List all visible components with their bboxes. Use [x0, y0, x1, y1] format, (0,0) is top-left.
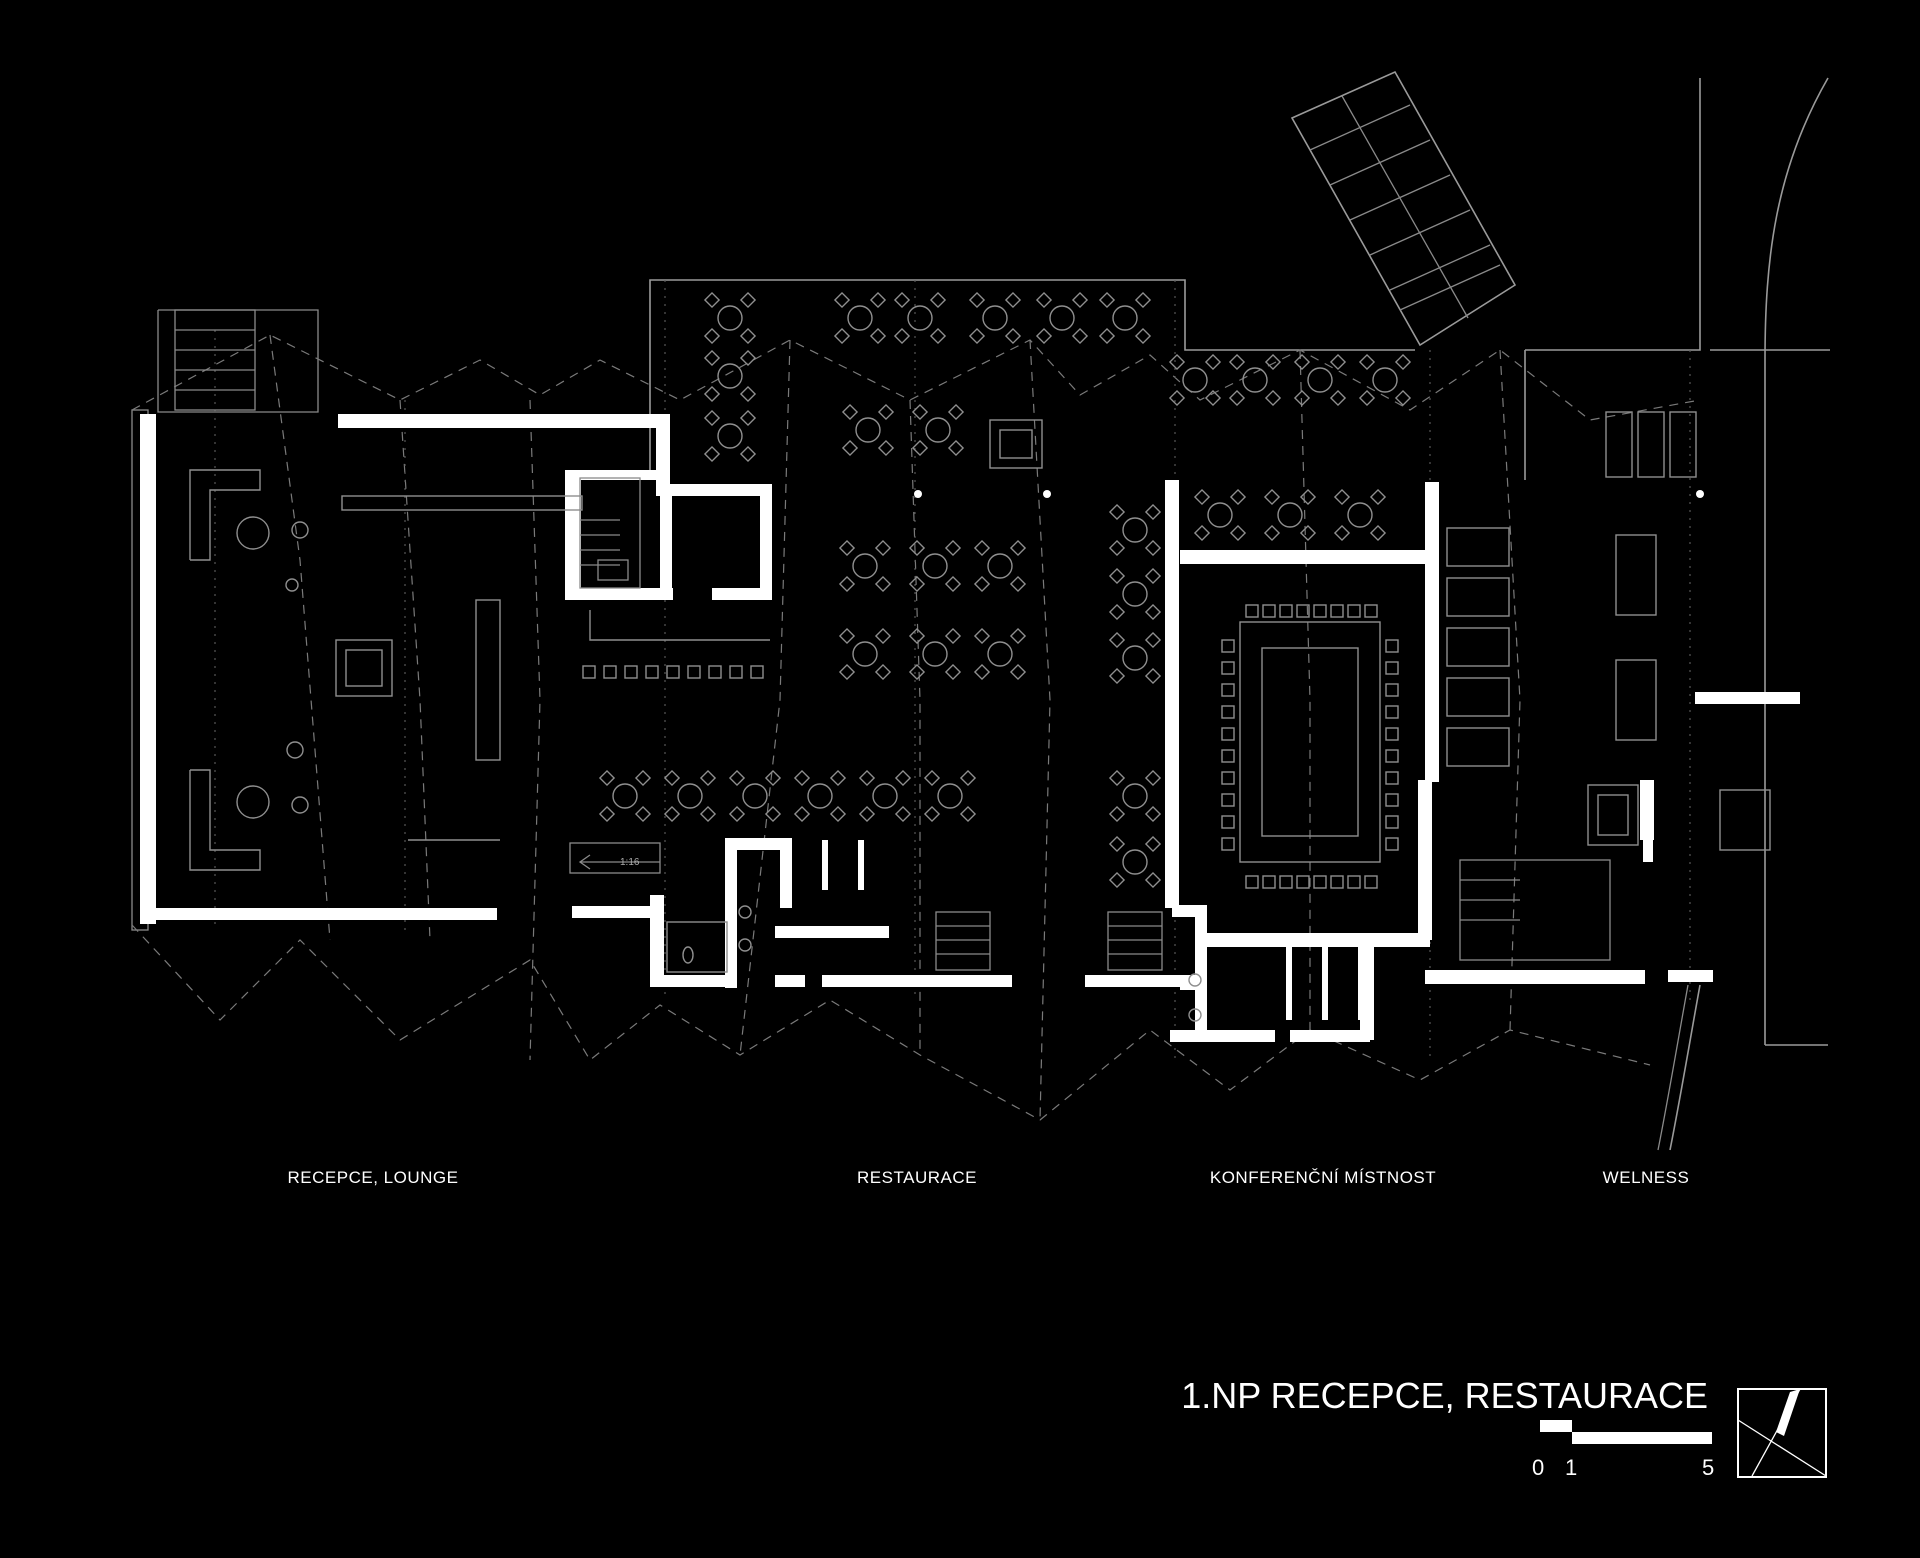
- zone-label-conference: KONFERENČNÍ MÍSTNOST: [1209, 1168, 1437, 1187]
- table-with-chairs: [663, 769, 717, 823]
- table-with-chairs: [893, 291, 947, 345]
- conference-chair: [1347, 604, 1361, 618]
- conference-chair: [1221, 727, 1235, 741]
- service-stairs: [935, 911, 1163, 971]
- conference-chair: [1385, 727, 1399, 741]
- conference-chair: [1262, 875, 1276, 889]
- walls: [140, 414, 1800, 1042]
- conference-chair: [1245, 875, 1259, 889]
- conference-chair: [1385, 639, 1399, 653]
- conference-chair: [1221, 661, 1235, 675]
- table-with-chairs: [833, 291, 887, 345]
- table-with-chairs: [728, 769, 782, 823]
- table-with-chairs: [793, 769, 847, 823]
- scale-label-1: 1: [1565, 1455, 1578, 1480]
- conference-chair: [1385, 771, 1399, 785]
- conference-chair: [1385, 793, 1399, 807]
- table-with-chairs: [1108, 631, 1162, 685]
- table-with-chairs: [703, 349, 757, 403]
- zone-label-reception: RECEPCE, LOUNGE: [287, 1168, 459, 1187]
- conference-chair: [1221, 683, 1235, 697]
- conference-chair: [1221, 815, 1235, 829]
- table-with-chairs: [908, 539, 962, 593]
- table-with-chairs: [1333, 488, 1387, 542]
- lounge-furniture: [189, 469, 583, 871]
- restrooms: [666, 789, 1771, 1022]
- conference-chair: [1221, 837, 1235, 851]
- interior-staircase: [174, 309, 641, 589]
- exterior-staircase: [1290, 70, 1517, 347]
- roof-lines: [131, 280, 1701, 1121]
- table-with-chairs: [973, 539, 1027, 593]
- zone-label-wellness: WELNESS: [1602, 1168, 1690, 1187]
- conference-chair: [1385, 661, 1399, 675]
- table-with-chairs: [1108, 503, 1162, 557]
- conference-chair: [1347, 875, 1361, 889]
- conference-chair: [1330, 875, 1344, 889]
- table-with-chairs: [1108, 835, 1162, 889]
- scale-label-0: 0: [1532, 1455, 1545, 1480]
- entrance-ramp: 1:16: [569, 842, 661, 874]
- conference-chair: [1221, 793, 1235, 807]
- conference-chair: [1385, 815, 1399, 829]
- conference-chair: [1313, 875, 1327, 889]
- conference-chair: [1279, 604, 1293, 618]
- table-with-chairs: [1228, 353, 1282, 407]
- ramp-slope-label: 1:16: [620, 857, 640, 868]
- zone-label-restaurant: RESTAURACE: [857, 1168, 977, 1187]
- conference-chair: [1296, 875, 1310, 889]
- table-with-chairs: [703, 291, 757, 345]
- table-with-chairs: [1263, 488, 1317, 542]
- wellness-area: [1446, 411, 1701, 1151]
- columns: [914, 490, 1704, 498]
- table-with-chairs: [598, 769, 652, 823]
- table-with-chairs: [703, 409, 757, 463]
- scale-bar: [1540, 1420, 1712, 1444]
- conference-chair: [1221, 705, 1235, 719]
- conference-chair: [1221, 771, 1235, 785]
- conference-chair: [1385, 683, 1399, 697]
- site-outline: [131, 77, 1830, 1046]
- conference-chair: [1364, 604, 1378, 618]
- table-with-chairs: [973, 627, 1027, 681]
- table-with-chairs: [1108, 769, 1162, 823]
- table-with-chairs: [841, 403, 895, 457]
- conference-chair: [1245, 604, 1259, 618]
- table-with-chairs: [1293, 353, 1347, 407]
- scale-label-5: 5: [1702, 1455, 1715, 1480]
- table-with-chairs: [968, 291, 1022, 345]
- conference-chair: [1385, 705, 1399, 719]
- conference-chair: [1364, 875, 1378, 889]
- table-with-chairs: [1098, 291, 1152, 345]
- table-with-chairs: [1035, 291, 1089, 345]
- conference-chair: [1262, 604, 1276, 618]
- table-with-chairs: [1108, 567, 1162, 621]
- table-with-chairs: [1358, 353, 1412, 407]
- conference-chair: [1296, 604, 1310, 618]
- conference-chair: [1330, 604, 1344, 618]
- table-with-chairs: [858, 769, 912, 823]
- table-with-chairs: [838, 539, 892, 593]
- table-with-chairs: [908, 627, 962, 681]
- conference-chair: [1221, 749, 1235, 763]
- bar-stools: [582, 610, 770, 679]
- table-with-chairs: [911, 403, 965, 457]
- conference-table: [989, 419, 1399, 889]
- conference-chair: [1221, 639, 1235, 653]
- restaurant-tables: [598, 291, 1412, 889]
- north-arrow-icon: [1737, 1388, 1827, 1478]
- table-with-chairs: [923, 769, 977, 823]
- conference-chair: [1385, 837, 1399, 851]
- conference-chair: [1385, 749, 1399, 763]
- conference-chair: [1313, 604, 1327, 618]
- table-with-chairs: [1193, 488, 1247, 542]
- table-with-chairs: [1168, 353, 1222, 407]
- plan-title: 1.NP RECEPCE, RESTAURACE: [1181, 1375, 1708, 1416]
- conference-chair: [1279, 875, 1293, 889]
- table-with-chairs: [838, 627, 892, 681]
